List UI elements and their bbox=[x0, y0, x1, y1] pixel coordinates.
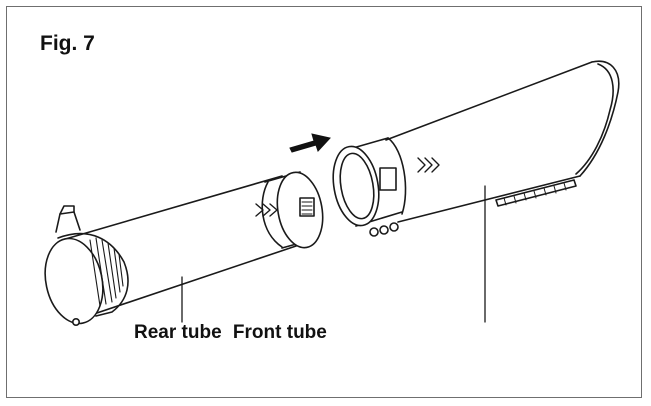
push-direction-arrow-icon bbox=[289, 133, 331, 153]
rear-tube-label: Rear tube bbox=[134, 322, 222, 343]
tube-labels: Rear tube Front tube bbox=[134, 322, 327, 344]
figure-title: Fig. 7 bbox=[40, 32, 95, 55]
latch-clip-icon bbox=[299, 197, 315, 217]
front-tube-label: Front tube bbox=[232, 322, 327, 343]
grip-hatch bbox=[89, 237, 124, 307]
chevron-arrow-marks-icon bbox=[255, 203, 278, 217]
figure-frame bbox=[6, 6, 642, 398]
rear-tube bbox=[44, 171, 324, 326]
front-tube bbox=[332, 60, 620, 237]
